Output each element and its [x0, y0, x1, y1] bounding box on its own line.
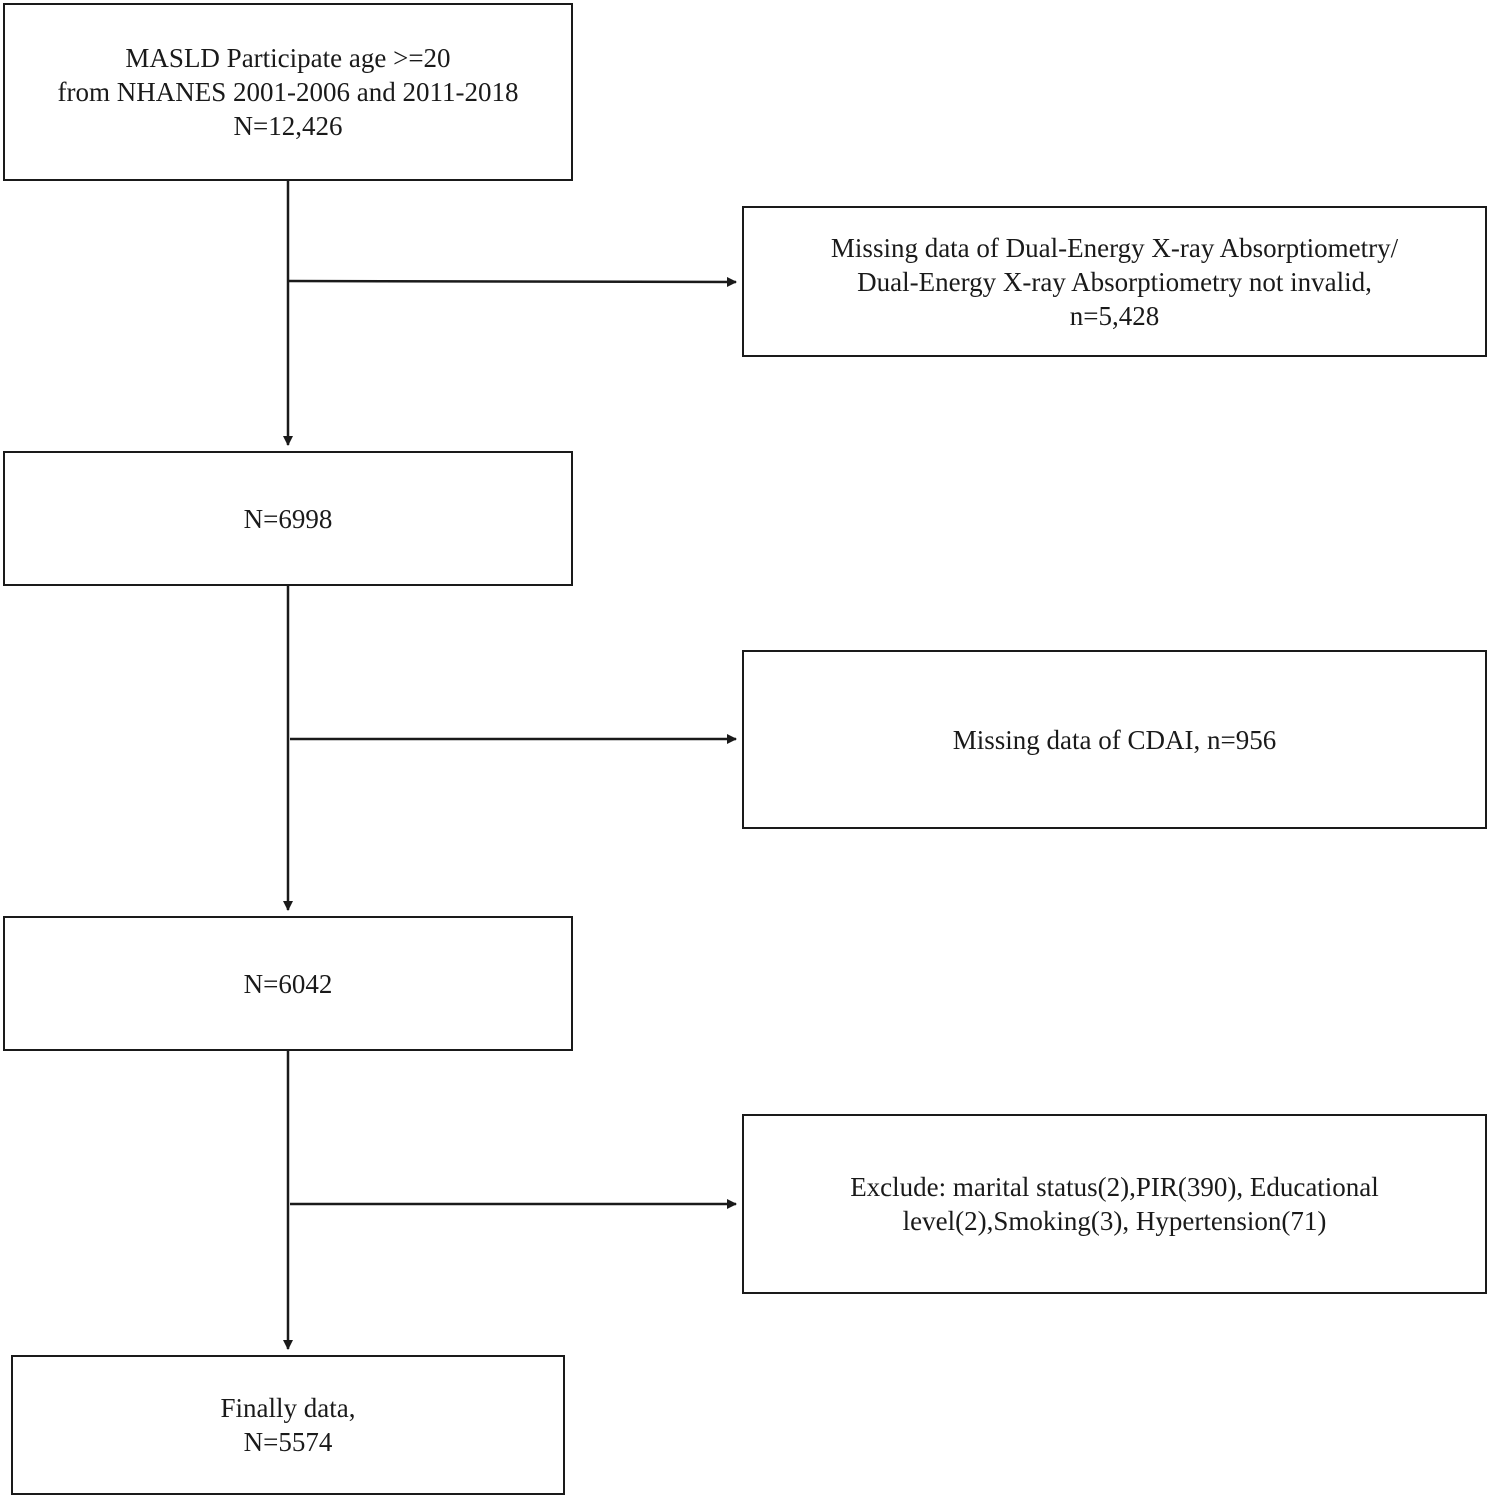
box-exclusion-covariates: Exclude: marital status(2),PIR(390), Edu… — [742, 1114, 1487, 1294]
box-initial-population: MASLD Participate age >=20 from NHANES 2… — [3, 3, 573, 181]
box-exclusion-covariates-text: Exclude: marital status(2),PIR(390), Edu… — [850, 1172, 1379, 1236]
arrow-branch-dxa-exclusion — [287, 276, 737, 287]
box-final-sample: Finally data, N=5574 — [11, 1355, 565, 1495]
box-exclusion-cdai: Missing data of CDAI, n=956 — [742, 650, 1487, 829]
box-initial-population-text: MASLD Participate age >=20 from NHANES 2… — [57, 43, 519, 141]
box-exclusion-dxa-text: Missing data of Dual-Energy X-ray Absorp… — [830, 232, 1399, 331]
box-after-dxa-text: N=6998 — [243, 503, 333, 534]
box-after-dxa: N=6998 — [3, 451, 573, 586]
box-after-cdai: N=6042 — [3, 916, 573, 1051]
box-exclusion-dxa: Missing data of Dual-Energy X-ray Absorp… — [742, 206, 1487, 357]
box-final-sample-text: Finally data, N=5574 — [220, 1393, 356, 1457]
box-exclusion-cdai-text: Missing data of CDAI, n=956 — [952, 724, 1277, 755]
box-after-cdai-text: N=6042 — [243, 968, 333, 999]
